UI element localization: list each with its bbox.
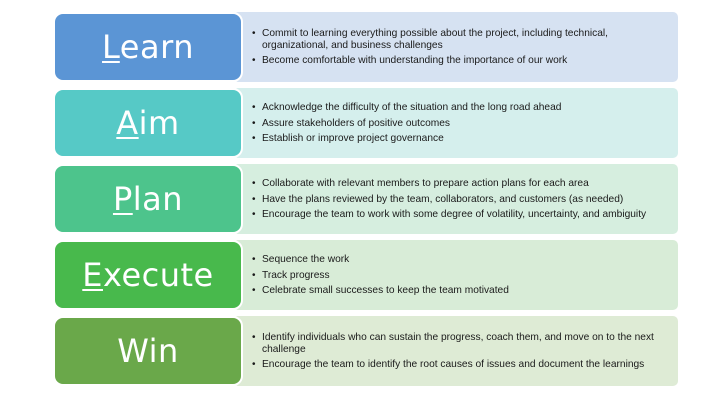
step-row-win: Win Identify individuals who can sustain… [53,316,678,386]
step-detail-panel-aim: Acknowledge the difficulty of the situat… [233,88,678,158]
step-row-aim: Aim Acknowledge the difficulty of the si… [53,88,678,158]
bullet-item: Have the plans reviewed by the team, col… [252,194,646,206]
bullet-item: Collaborate with relevant members to pre… [252,178,646,190]
step-label-plan: Plan [113,180,183,218]
bullet-list: Sequence the work Track progress Celebra… [243,253,509,297]
step-label-rest: lan [132,180,184,218]
bullet-list: Acknowledge the difficulty of the situat… [243,101,561,145]
step-label-rest: earn [119,28,194,66]
step-label-aim: Aim [116,104,179,142]
step-row-learn: Learn Commit to learning everything poss… [53,12,678,82]
bullet-item: Celebrate small successes to keep the te… [252,285,509,297]
step-label-rest: im [138,104,180,142]
bullet-item: Encourage the team to work with some deg… [252,209,646,221]
step-label-rest: xecute [102,256,214,294]
step-label-box-execute: Execute [53,240,243,310]
step-detail-panel-plan: Collaborate with relevant members to pre… [233,164,678,234]
step-label-execute: Execute [82,256,213,294]
bullet-item: Identify individuals who can sustain the… [252,332,668,355]
step-label-box-aim: Aim [53,88,243,158]
step-label-box-learn: Learn [53,12,243,82]
step-label-initial: E [82,256,103,294]
step-row-execute: Execute Sequence the work Track progress… [53,240,678,310]
bullet-item: Track progress [252,270,509,282]
step-label-initial: A [116,104,139,142]
bullet-item: Establish or improve project governance [252,133,561,145]
step-row-plan: Plan Collaborate with relevant members t… [53,164,678,234]
step-label-box-plan: Plan [53,164,243,234]
step-label-initial: L [102,28,120,66]
bullet-item: Become comfortable with understanding th… [252,55,668,67]
bullet-item: Sequence the work [252,254,509,266]
bullet-item: Acknowledge the difficulty of the situat… [252,102,561,114]
bullet-list: Collaborate with relevant members to pre… [243,177,646,221]
step-label-learn: Learn [102,28,194,66]
bullet-list: Identify individuals who can sustain the… [243,331,668,371]
bullet-item: Commit to learning everything possible a… [252,28,668,51]
step-label-box-win: Win [53,316,243,386]
step-label-rest: in [148,332,179,370]
step-label-initial: W [117,332,149,370]
step-detail-panel-learn: Commit to learning everything possible a… [233,12,678,82]
bullet-item: Assure stakeholders of positive outcomes [252,118,561,130]
step-label-initial: P [112,180,133,218]
bullet-list: Commit to learning everything possible a… [243,27,668,67]
step-detail-panel-execute: Sequence the work Track progress Celebra… [233,240,678,310]
step-label-win: Win [117,332,179,370]
step-detail-panel-win: Identify individuals who can sustain the… [233,316,678,386]
bullet-item: Encourage the team to identify the root … [252,359,668,371]
